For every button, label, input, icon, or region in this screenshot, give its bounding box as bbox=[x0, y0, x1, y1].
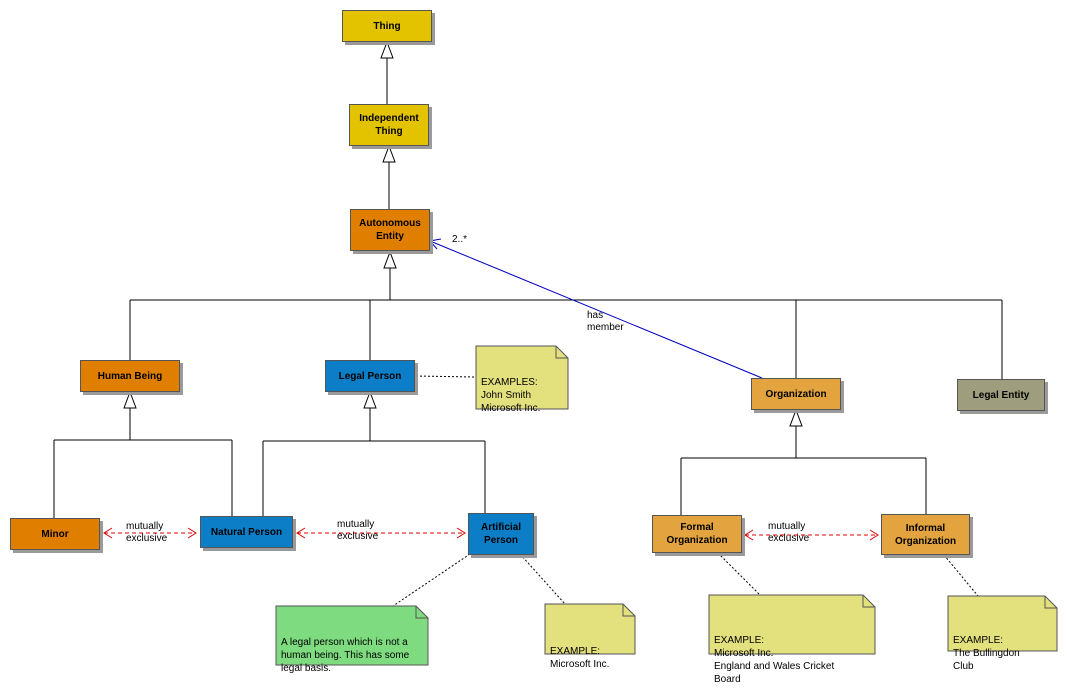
note-text: EXAMPLES: John Smith Microsoft Inc. bbox=[481, 377, 541, 414]
note-shape bbox=[275, 605, 429, 666]
association-has-member bbox=[429, 238, 763, 379]
class-thing[interactable]: Thing bbox=[342, 10, 432, 42]
generalization-tree-organization bbox=[680, 408, 927, 515]
class-minor[interactable]: Minor bbox=[10, 518, 100, 550]
note-text: EXAMPLE: The Bullingdon Club bbox=[953, 635, 1020, 672]
exclusion-formal-informal bbox=[744, 529, 879, 541]
generalization-tree-legal-person bbox=[262, 390, 486, 516]
class-legal-entity[interactable]: Legal Entity bbox=[957, 379, 1045, 411]
note-shape bbox=[544, 603, 636, 655]
class-independent-thing[interactable]: Independent Thing bbox=[349, 104, 429, 146]
note-shape bbox=[947, 595, 1058, 652]
mutually-exclusive-label-formal-informal: mutually exclusive bbox=[768, 521, 810, 544]
has-member-label: has member bbox=[587, 310, 624, 333]
note-artificial-person-definition[interactable]: A legal person which is not a human bein… bbox=[275, 605, 429, 674]
note-text: EXAMPLE: Microsoft Inc. bbox=[550, 646, 610, 670]
class-human-being[interactable]: Human Being bbox=[80, 360, 180, 392]
class-organization[interactable]: Organization bbox=[751, 378, 841, 410]
mutually-exclusive-label-natural-artificial: mutually exclusive bbox=[337, 519, 379, 542]
generalization-autonomous-to-independent bbox=[382, 144, 396, 209]
note-informal-organization-example[interactable]: EXAMPLE: The Bullingdon Club bbox=[947, 595, 1058, 672]
note-text: A legal person which is not a human bein… bbox=[281, 637, 410, 674]
generalization-independent-to-thing bbox=[380, 40, 394, 104]
exclusion-natural-artificial bbox=[296, 527, 466, 539]
class-natural-person[interactable]: Natural Person bbox=[200, 516, 293, 548]
generalization-tree-human-being bbox=[53, 390, 233, 518]
generalization-tree-autonomous bbox=[129, 250, 1003, 379]
mutually-exclusive-label-minor-natural: mutually exclusive bbox=[126, 521, 168, 544]
class-legal-person[interactable]: Legal Person bbox=[325, 360, 415, 392]
note-links bbox=[392, 375, 979, 607]
class-formal-organization[interactable]: Formal Organization bbox=[652, 515, 742, 553]
diagram-connectors bbox=[53, 40, 1003, 607]
class-autonomous-entity[interactable]: Autonomous Entity bbox=[350, 209, 430, 251]
multiplicity-label: 2..* bbox=[452, 234, 468, 245]
note-text: EXAMPLE: Microsoft Inc. England and Wale… bbox=[714, 635, 835, 685]
exclusion-minor-natural bbox=[103, 527, 197, 539]
note-legal-person-examples[interactable]: EXAMPLES: John Smith Microsoft Inc. bbox=[475, 345, 569, 414]
class-informal-organization[interactable]: Informal Organization bbox=[881, 514, 970, 555]
note-shape bbox=[475, 345, 569, 410]
class-artificial-person[interactable]: Artificial Person bbox=[468, 513, 534, 555]
note-formal-organization-example[interactable]: EXAMPLE: Microsoft Inc. England and Wale… bbox=[708, 594, 876, 685]
note-shape bbox=[708, 594, 876, 655]
note-artificial-person-example[interactable]: EXAMPLE: Microsoft Inc. bbox=[544, 603, 636, 670]
